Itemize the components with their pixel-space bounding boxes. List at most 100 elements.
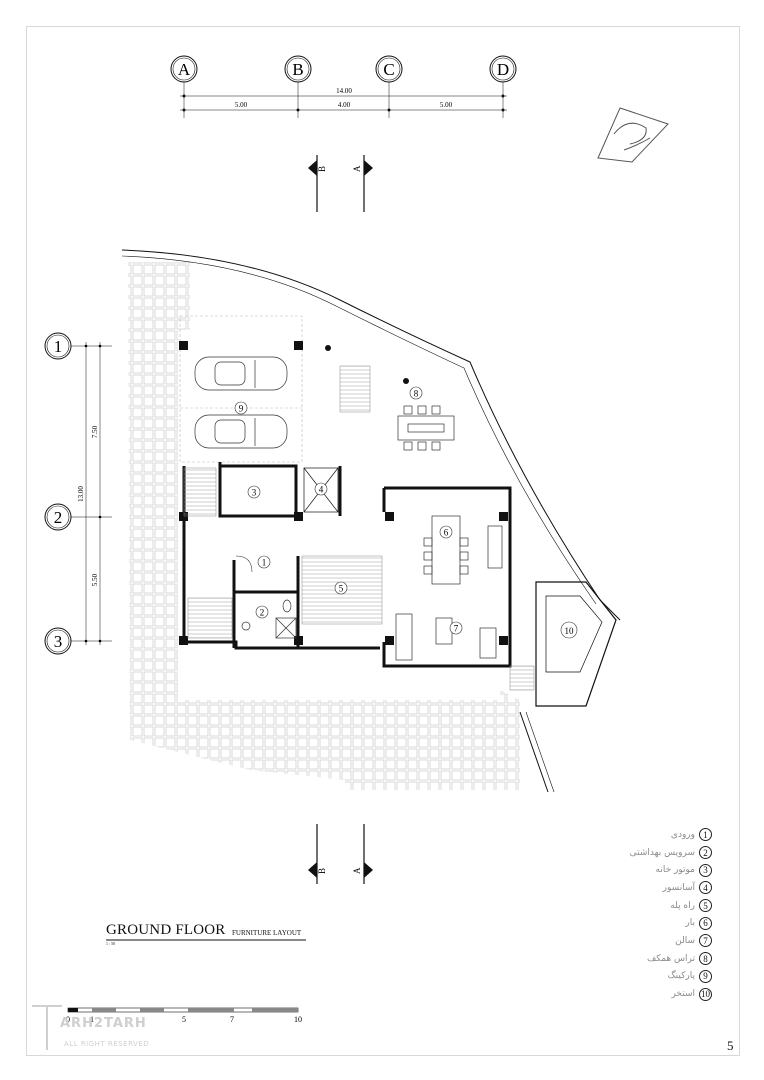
dim-span-12: 7.50 [91,425,99,438]
dim-span-cd: 5.00 [440,101,453,109]
entrance-door [235,555,253,573]
side-stair-left [183,467,217,517]
side-stair-left-lower [187,597,233,639]
room-number-markers: 1 2 3 4 5 6 7 8 9 10 [234,386,578,639]
section-marker-top-a: A [352,155,373,212]
legend-label: راه پله [670,900,695,911]
legend-number: 6 [699,916,712,930]
legend-item: بار 6 [600,914,712,932]
legend-label: استخر [671,989,695,1000]
legend-number: 4 [699,881,712,895]
site-boundary [121,249,621,793]
legend-number: 3 [699,863,712,877]
legend-number: 10 [699,987,712,1001]
legend-item: ورودی 1 [600,826,712,844]
legend-number: 7 [699,934,712,948]
legend-label: پارکینگ [667,971,695,982]
legend-number: 5 [699,899,712,913]
legend-number: 8 [699,952,712,966]
dim-total-height: 13.00 [77,486,85,502]
room-num-5: 5 [339,584,344,594]
svg-text:B: B [317,166,327,172]
parking-area [179,315,303,463]
dim-span-ab: 5.00 [235,101,248,109]
car-top [194,356,288,391]
scale-1: 1 [90,1015,94,1024]
swimming-pool [535,581,617,707]
firm-emblem [597,107,669,163]
firm-logo-tagline: ALL RIGHT RESERVED [64,1040,150,1048]
legend-label: سالن [675,935,695,946]
room-num-9: 9 [239,404,244,414]
drawing-scale: 1 : 50 [106,941,116,946]
legend-number: 1 [699,828,712,842]
grid-label-b: B [292,60,303,79]
svg-text:A: A [352,165,362,172]
room-num-3: 3 [252,488,257,498]
building-walls [182,462,512,668]
page-number: 5 [727,1038,734,1053]
svg-text:A: A [352,867,362,874]
legend-item: موتور خانه 3 [600,861,712,879]
grid-label-3: 3 [54,632,63,651]
section-marker-bottom-b: B [308,824,327,884]
grid-label-d: D [497,60,509,79]
room-num-6: 6 [444,528,449,538]
building-columns [179,341,508,645]
room-num-1: 1 [262,558,267,568]
dim-span-23: 5.50 [91,573,99,586]
grid-label-c: C [383,60,394,79]
room-num-7: 7 [454,624,459,634]
scale-bar: 0 1 5 7 10 [66,1007,302,1024]
paving-area [128,262,520,790]
legend-number: 9 [699,969,712,983]
legend-item: سالن 7 [600,932,712,950]
terrace-stair [339,365,371,413]
legend-item: استخر 10 [600,985,712,1003]
legend-item: راه پله 5 [600,897,712,915]
grid-label-2: 2 [54,508,63,527]
legend-label: سرویس بهداشتی [629,847,695,858]
scale-7: 7 [230,1015,234,1024]
horizontal-dimensions [180,82,507,118]
scale-5: 5 [182,1015,186,1024]
firm-logo-name: ARH2TARH [60,1016,147,1031]
car-bottom [194,414,288,449]
dim-span-bc: 4.00 [338,101,351,109]
column-grid-markers: A B C D [170,55,517,83]
section-marker-bottom-a: A [352,824,373,884]
bar-counter [423,515,503,585]
legend-label: آسانسور [662,882,695,893]
legend-item: پارکینگ 9 [600,968,712,986]
wc-fixtures [241,599,297,639]
sheet-frame [26,26,740,1056]
legend-label: تراس همکف [646,953,695,964]
level-markers [325,345,409,384]
section-marker-top-b: B [308,155,327,212]
firm-logo-mark [32,1005,62,1050]
legend-label: بار [685,918,695,929]
legend-label: ورودی [670,829,695,840]
room-num-2: 2 [260,608,265,618]
legend-number: 2 [699,846,712,860]
grid-label-a: A [178,60,191,79]
living-furniture [395,613,497,661]
legend-item: سرویس بهداشتی 2 [600,844,712,862]
legend-item: تراس همکف 8 [600,950,712,968]
grid-label-1: 1 [54,337,63,356]
room-num-4: 4 [319,485,324,495]
scale-0: 0 [66,1015,70,1024]
drawing-subtitle: FURNITURE LAYOUT [232,929,302,937]
terrace-dining-table [397,405,455,451]
dim-total-width: 14.00 [336,87,352,95]
row-grid-markers: 1 2 3 [44,332,112,655]
room-num-10: 10 [565,626,575,636]
legend-label: موتور خانه [655,865,695,876]
svg-text:B: B [317,868,327,874]
pool-stair [509,665,535,691]
room-num-8: 8 [414,389,419,399]
scale-10: 10 [294,1015,302,1024]
room-legend: ورودی 1 سرویس بهداشتی 2 موتور خانه 3 آسانسو… [600,826,712,1003]
